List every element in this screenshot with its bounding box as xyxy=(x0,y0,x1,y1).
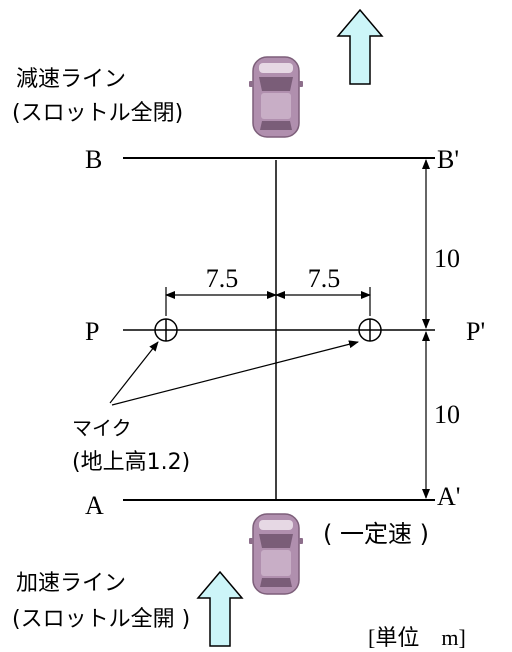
mic-label: マイク xyxy=(72,416,132,440)
accel-line-label: 加速ライン xyxy=(16,571,126,596)
accel-throttle-label: (スロットル全開 ) xyxy=(12,607,190,632)
decel-line-label: 減速ライン xyxy=(16,67,126,92)
line-b-label: B xyxy=(85,145,102,174)
microphone-right xyxy=(358,318,382,342)
direction-arrow-bottom xyxy=(196,570,244,647)
car-top xyxy=(248,56,304,138)
line-p-label: P xyxy=(85,317,99,346)
line-a-prime-label: A' xyxy=(437,482,460,511)
direction-arrow-top xyxy=(336,8,384,85)
mic-leader-lines xyxy=(109,340,359,406)
offset-left-value: 7.5 xyxy=(206,264,239,293)
microphone-left xyxy=(154,318,178,342)
line-a-label: A xyxy=(85,491,104,520)
offset-dimension xyxy=(165,287,371,316)
mic-height-label: (地上高1.2) xyxy=(72,450,190,475)
offset-right-value: 7.5 xyxy=(308,264,341,293)
unit-label: [単位 m] xyxy=(368,625,466,650)
constant-speed-label: ( 一定速 ) xyxy=(323,520,429,548)
a-to-p-value: 10 xyxy=(434,400,460,429)
line-b-prime-label: B' xyxy=(437,145,459,174)
car-bottom xyxy=(248,513,304,595)
p-to-b-value: 10 xyxy=(434,244,460,273)
line-p-prime-label: P' xyxy=(466,317,485,346)
decel-throttle-label: (スロットル全閉) xyxy=(12,101,183,126)
